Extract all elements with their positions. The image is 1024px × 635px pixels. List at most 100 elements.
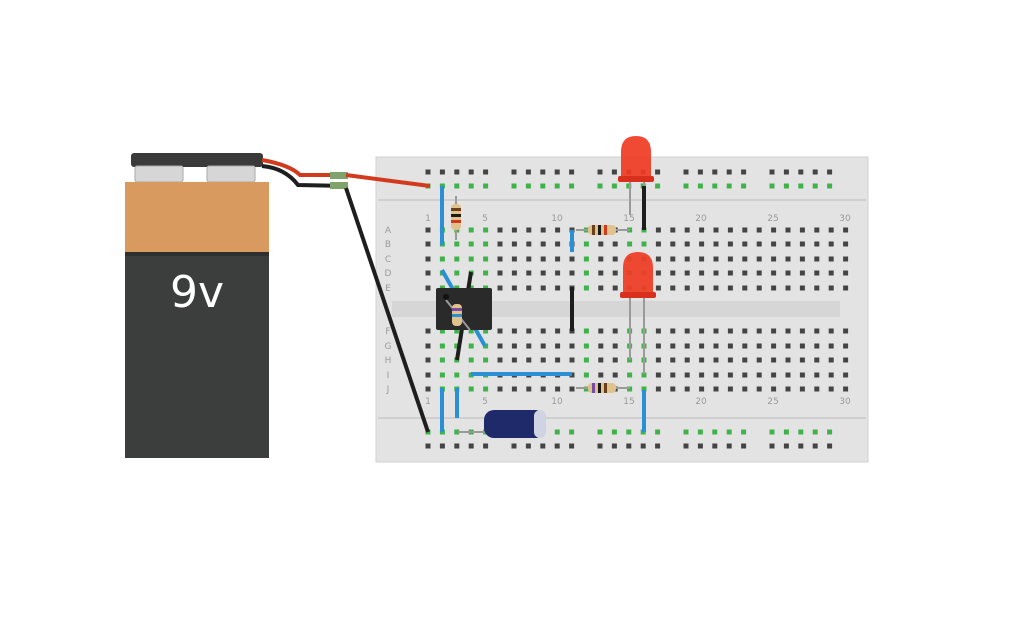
breadboard-hole — [799, 328, 805, 334]
breadboard-hole — [497, 227, 503, 233]
power-rail-hole — [726, 443, 732, 449]
breadboard-hole — [483, 270, 489, 276]
breadboard-hole — [425, 227, 431, 233]
breadboard-hole — [483, 241, 489, 247]
breadboard-hole — [785, 241, 791, 247]
row-letter-g: G — [385, 342, 392, 352]
power-rail-hole — [439, 169, 445, 175]
breadboard-hole — [814, 256, 820, 262]
breadboard-hole — [511, 285, 517, 291]
power-rail-hole — [425, 169, 431, 175]
breadboard-hole — [684, 357, 690, 363]
breadboard-hole — [670, 227, 676, 233]
power-rail-hole — [569, 169, 575, 175]
breadboard-hole — [583, 372, 589, 378]
power-rail-hole — [611, 443, 617, 449]
breadboard-hole — [655, 270, 661, 276]
battery-label: 9v — [170, 267, 224, 318]
breadboard-hole — [655, 357, 661, 363]
breadboard-hole — [612, 357, 618, 363]
power-rail-hole — [525, 183, 531, 189]
breadboard-hole — [699, 328, 705, 334]
breadboard-hole — [828, 343, 834, 349]
breadboard-hole — [583, 357, 589, 363]
breadboard-hole — [655, 241, 661, 247]
breadboard-hole — [771, 256, 777, 262]
power-rail-hole — [554, 169, 560, 175]
breadboard-hole — [742, 386, 748, 392]
breadboard-hole — [828, 357, 834, 363]
breadboard-hole — [526, 328, 532, 334]
power-rail-hole — [683, 429, 689, 435]
breadboard-hole — [699, 227, 705, 233]
power-rail-hole — [769, 169, 775, 175]
breadboard-hole — [785, 256, 791, 262]
breadboard-hole — [843, 328, 849, 334]
power-rail-hole — [655, 169, 661, 175]
breadboard-hole — [483, 357, 489, 363]
breadboard-hole — [439, 357, 445, 363]
power-rail-hole — [454, 443, 460, 449]
breadboard-hole — [742, 372, 748, 378]
breadboard-hole — [727, 256, 733, 262]
breadboard-hole — [612, 372, 618, 378]
breadboard-hole — [526, 227, 532, 233]
breadboard-hole — [771, 328, 777, 334]
col-number-1-bottom: 1 — [425, 397, 431, 407]
breadboard-hole — [497, 343, 503, 349]
breadboard-hole — [483, 343, 489, 349]
power-rail-hole — [697, 169, 703, 175]
power-rail-hole — [726, 183, 732, 189]
power-rail-hole — [569, 183, 575, 189]
breadboard-hole — [497, 241, 503, 247]
breadboard-hole — [742, 328, 748, 334]
power-rail-hole — [812, 443, 818, 449]
power-rail-hole — [454, 429, 460, 435]
col-number-30: 30 — [839, 214, 851, 224]
breadboard-hole — [540, 357, 546, 363]
power-rail-hole — [783, 429, 789, 435]
power-rail-hole — [611, 183, 617, 189]
resistor-icon — [451, 196, 461, 240]
power-rail-hole — [540, 183, 546, 189]
power-rail-hole — [540, 169, 546, 175]
breadboard-hole — [483, 227, 489, 233]
power-rail-hole — [525, 169, 531, 175]
row-letter-h: H — [385, 356, 392, 366]
breadboard-hole — [785, 357, 791, 363]
breadboard-hole — [699, 285, 705, 291]
breadboard-hole — [684, 328, 690, 334]
breadboard-hole — [713, 256, 719, 262]
center-channel — [392, 301, 840, 317]
breadboard-hole — [713, 357, 719, 363]
breadboard-hole — [497, 270, 503, 276]
breadboard-hole — [612, 241, 618, 247]
breadboard-hole — [699, 343, 705, 349]
breadboard-hole — [540, 241, 546, 247]
breadboard-hole — [526, 285, 532, 291]
power-rail-hole — [712, 443, 718, 449]
power-rail-hole — [783, 183, 789, 189]
power-rail-hole — [569, 443, 575, 449]
breadboard-hole — [655, 372, 661, 378]
col-number-20: 20 — [695, 214, 707, 224]
breadboard-hole — [756, 227, 762, 233]
breadboard-hole — [454, 372, 460, 378]
breadboard-hole — [670, 328, 676, 334]
breadboard-hole — [511, 386, 517, 392]
breadboard-hole — [425, 328, 431, 334]
9v-battery-icon: 9v — [125, 153, 269, 458]
col-number-20-bottom: 20 — [695, 397, 707, 407]
power-rail-hole — [468, 443, 474, 449]
breadboard-hole — [814, 328, 820, 334]
breadboard-hole — [569, 270, 575, 276]
power-rail-hole — [655, 183, 661, 189]
breadboard-hole — [555, 256, 561, 262]
breadboard-hole — [756, 270, 762, 276]
breadboard-hole — [483, 386, 489, 392]
breadboard-hole — [727, 343, 733, 349]
power-rail-hole — [626, 443, 632, 449]
breadboard-hole — [598, 372, 604, 378]
power-rail-hole — [597, 183, 603, 189]
breadboard-hole — [655, 343, 661, 349]
